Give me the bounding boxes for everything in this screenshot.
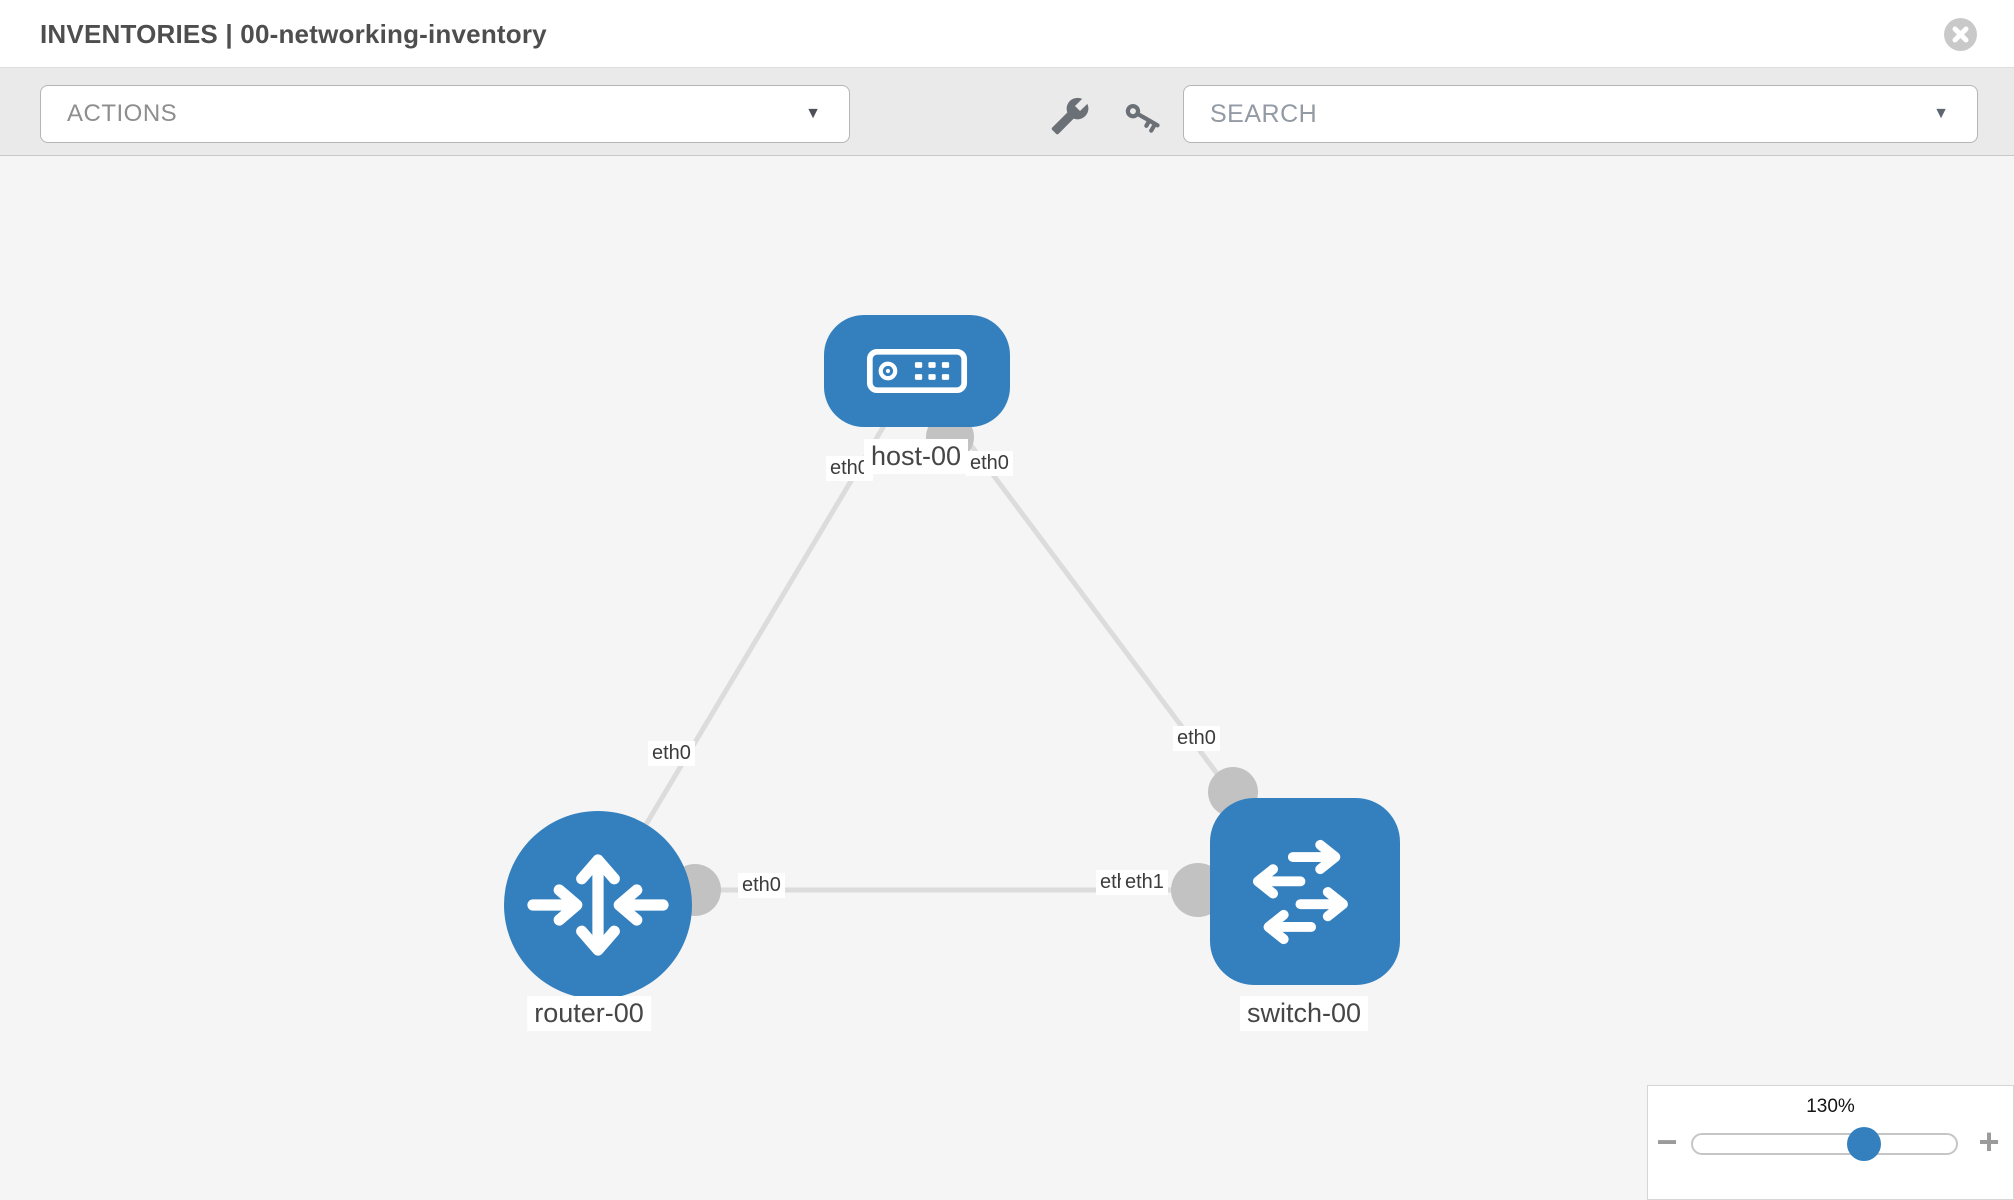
zoom-in-button[interactable]: + [1978, 1121, 2000, 1162]
close-icon [1952, 26, 1969, 43]
header-bar: INVENTORIES | 00-networking-inventory [0, 0, 2014, 68]
node-router-00[interactable] [504, 811, 692, 999]
zoom-control-panel: 130% − + [1647, 1085, 2014, 1200]
wrench-icon [1051, 97, 1089, 135]
zoom-slider-track[interactable] [1691, 1133, 1958, 1155]
iface-label-router-right[interactable]: eth0 [738, 873, 785, 898]
node-label-switch[interactable]: switch-00 [1239, 996, 1369, 1031]
key-tool-button[interactable] [1122, 98, 1162, 138]
zoom-percentage: 130% [1806, 1096, 1855, 1117]
node-host-00[interactable] [824, 315, 1010, 427]
search-placeholder: SEARCH [1210, 99, 1318, 128]
node-label-router[interactable]: router-00 [527, 996, 651, 1031]
topology-links-layer [595, 370, 1308, 917]
key-icon [1125, 104, 1160, 133]
zoom-out-button[interactable]: − [1656, 1121, 1678, 1162]
search-dropdown[interactable]: SEARCH ▼ [1183, 85, 1978, 143]
iface-label-router-upper[interactable]: eth0 [648, 741, 695, 766]
zoom-slider-knob[interactable] [1847, 1127, 1881, 1161]
host-icon [866, 348, 968, 394]
router-icon [527, 854, 669, 956]
actions-dropdown[interactable]: ACTIONS ▼ [40, 85, 850, 143]
close-button[interactable] [1944, 18, 1977, 51]
node-label-host[interactable]: host-00 [863, 439, 969, 474]
actions-dropdown-label: ACTIONS [67, 100, 178, 127]
topology-canvas[interactable]: eth0 eth0 eth0 eth0 eth0 eth0 eth1 host-… [0, 156, 2014, 1200]
page-title: INVENTORIES | 00-networking-inventory [40, 19, 547, 49]
toolbar: ACTIONS ▼ SEARCH ▼ [0, 68, 2014, 156]
wrench-tool-button[interactable] [1050, 96, 1090, 136]
iface-label-switch-upper[interactable]: eth0 [1173, 726, 1220, 751]
switch-icon [1252, 839, 1348, 944]
chevron-down-icon: ▼ [1933, 105, 1949, 122]
iface-label-switch-eth1[interactable]: eth1 [1121, 870, 1168, 895]
node-switch-00[interactable] [1210, 798, 1400, 985]
chevron-down-icon: ▼ [805, 105, 821, 122]
iface-label-host-right[interactable]: eth0 [966, 451, 1013, 476]
